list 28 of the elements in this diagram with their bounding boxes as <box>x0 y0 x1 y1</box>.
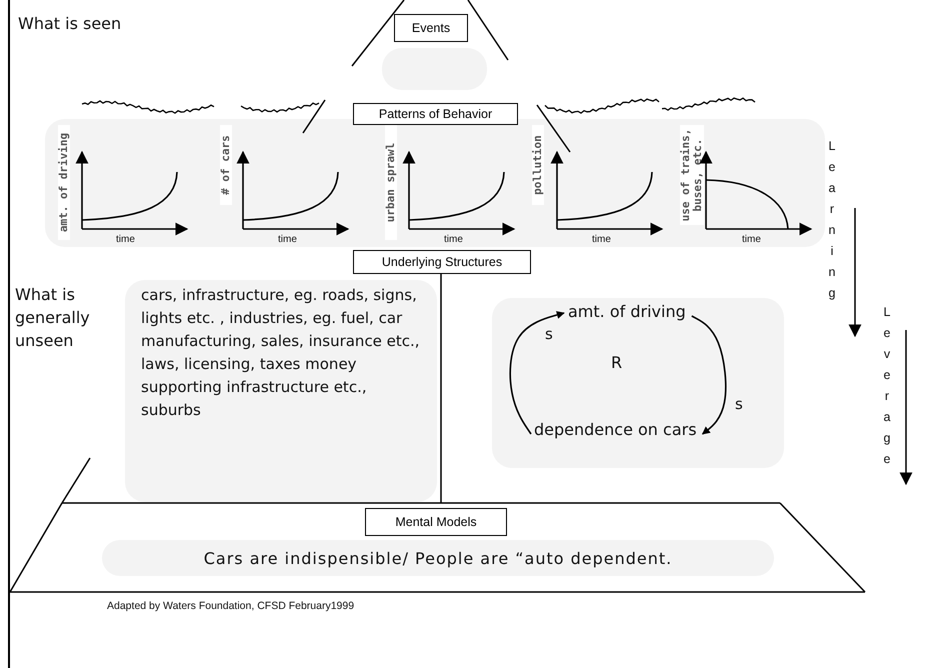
graph-panel <box>45 119 825 247</box>
feedback-arrow <box>691 315 726 435</box>
vertical-label: Leverage <box>883 304 891 468</box>
axis-label: amt. of driving <box>58 125 70 240</box>
feedback-arrow <box>509 311 565 434</box>
loop-panel <box>492 298 784 468</box>
axis-label: time <box>444 234 463 245</box>
axis-label: pollution <box>532 125 544 205</box>
vertical-label: Learning <box>828 138 836 302</box>
section-label: Patterns of Behavior <box>353 103 518 125</box>
axis-label: time <box>592 234 611 245</box>
section-label: Mental Models <box>365 508 507 536</box>
axis-label: urban sprawl <box>385 125 397 240</box>
loop-variable: amt. of driving <box>568 302 686 326</box>
structure-list: cars, infrastructure, eg. roads, signs, lights etc. , industries, eg. fuel, car manufacturing, sales, insurance etc., laws, licensing, taxes money supporting infrastructure etc., suburbs <box>125 280 437 502</box>
side-heading: What is seen <box>18 14 122 33</box>
axis-label: # of cars <box>220 125 232 205</box>
mental-model-statement: Cars are indispensible/ People are “auto dependent. <box>102 540 774 576</box>
loop-type-label: R <box>611 353 622 372</box>
loop-variable: dependence on cars <box>534 420 697 444</box>
section-label: Underlying Structures <box>353 250 531 274</box>
side-heading: What is generally unseen <box>15 284 91 352</box>
section-label: Events <box>394 14 468 42</box>
axis-label: time <box>742 234 761 245</box>
footnote: Adapted by Waters Foundation, CFSD February1999 <box>107 600 354 612</box>
axis-label: time <box>278 234 297 245</box>
axis-label: time <box>116 234 135 245</box>
axis-label: use of trains, buses, etc. <box>680 125 704 225</box>
